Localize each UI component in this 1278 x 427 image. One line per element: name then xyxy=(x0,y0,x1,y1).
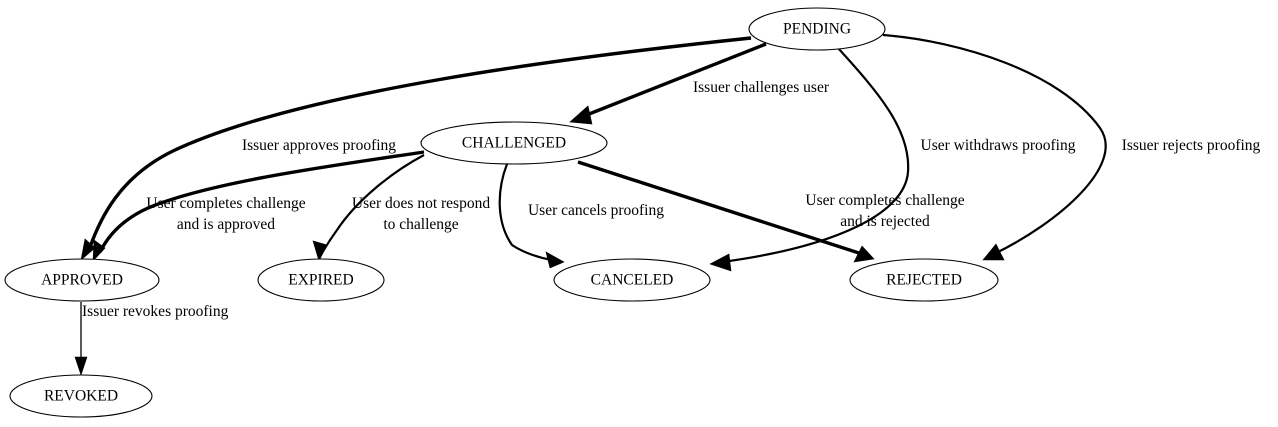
node-canceled-ellipse[interactable] xyxy=(553,258,711,302)
node-revoked-ellipse[interactable] xyxy=(9,374,153,418)
edge-challenged-approved: User completes challenge and is approved xyxy=(92,150,425,262)
node-rejected[interactable]: REJECTED xyxy=(849,258,999,302)
edge-challenged-canceled: User cancels proofing xyxy=(498,163,664,269)
node-pending-label: PENDING xyxy=(783,21,851,38)
edge-pending-approved-path xyxy=(87,36,752,251)
edge-challenged-canceled-arrowhead xyxy=(545,251,565,269)
edge-challenged-canceled-label: User cancels proofing xyxy=(528,202,664,219)
node-expired-label: EXPIRED xyxy=(288,272,353,289)
edge-pending-approved-arrowhead xyxy=(80,238,96,261)
edge-pending-rejected-label: Issuer rejects proofing xyxy=(1122,137,1261,154)
edge-pending-approved: Issuer approves proofing xyxy=(80,36,752,261)
edge-challenged-expired-label-line2: to challenge xyxy=(383,216,458,233)
node-canceled[interactable]: CANCELED xyxy=(553,258,711,302)
edge-approved-revoked: Issuer revokes proofing xyxy=(74,302,229,376)
node-revoked[interactable]: REVOKED xyxy=(9,374,153,418)
node-pending-ellipse[interactable] xyxy=(748,7,886,51)
edge-pending-rejected-arrowhead xyxy=(982,243,1005,261)
edge-pending-rejected: Issuer rejects proofing xyxy=(882,33,1261,261)
node-rejected-ellipse[interactable] xyxy=(849,258,999,302)
node-challenged[interactable]: CHALLENGED xyxy=(420,121,608,165)
node-approved-ellipse[interactable] xyxy=(4,258,160,302)
node-challenged-label: CHALLENGED xyxy=(462,135,566,152)
edge-challenged-expired-label-line1: User does not respond xyxy=(352,195,490,212)
edge-pending-canceled-path xyxy=(721,47,910,264)
edge-pending-rejected-path xyxy=(882,33,1107,255)
edge-challenged-expired-arrowhead xyxy=(312,240,328,262)
edge-approved-revoked-arrowhead xyxy=(74,356,88,376)
node-canceled-label: CANCELED xyxy=(591,272,674,289)
edge-challenged-approved-label-line1: User completes challenge xyxy=(146,195,305,212)
edge-pending-canceled-label: User withdraws proofing xyxy=(921,137,1076,154)
node-approved[interactable]: APPROVED xyxy=(4,258,160,302)
edge-challenged-approved-path xyxy=(98,150,425,253)
edge-challenged-rejected-path xyxy=(577,160,863,256)
edge-approved-revoked-label: Issuer revokes proofing xyxy=(82,303,229,320)
node-challenged-ellipse[interactable] xyxy=(420,121,608,165)
edge-challenged-rejected-label-line1: User completes challenge xyxy=(805,192,964,209)
node-pending[interactable]: PENDING xyxy=(748,7,886,51)
edge-pending-challenged: Issuer challenges user xyxy=(569,42,830,125)
edge-challenged-expired: User does not respond to challenge xyxy=(312,154,490,262)
edge-pending-challenged-label: Issuer challenges user xyxy=(693,79,830,96)
edge-challenged-rejected-label-line2: and is rejected xyxy=(840,213,930,230)
node-revoked-label: REVOKED xyxy=(44,388,118,405)
edge-challenged-approved-label-line2: and is approved xyxy=(177,216,275,233)
edge-pending-challenged-arrowhead xyxy=(569,105,593,125)
node-rejected-label: REJECTED xyxy=(886,272,962,289)
edge-pending-canceled: User withdraws proofing xyxy=(709,47,1076,272)
edge-challenged-rejected-arrowhead xyxy=(853,245,875,263)
edge-pending-canceled-arrowhead xyxy=(709,253,732,272)
edge-pending-approved-label: Issuer approves proofing xyxy=(242,137,396,154)
node-expired[interactable]: EXPIRED xyxy=(257,258,385,302)
edge-challenged-approved-arrowhead xyxy=(92,239,106,262)
edge-challenged-rejected: User completes challenge and is rejected xyxy=(577,160,965,263)
edge-pending-challenged-path xyxy=(583,42,767,118)
node-approved-label: APPROVED xyxy=(41,272,123,289)
node-expired-ellipse[interactable] xyxy=(257,258,385,302)
edge-challenged-canceled-path xyxy=(498,163,553,262)
